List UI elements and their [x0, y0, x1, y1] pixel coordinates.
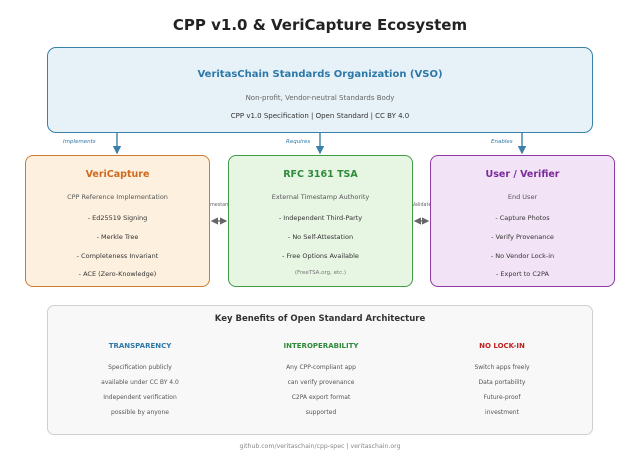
tsa-box: RFC 3161 TSA External Timestamp Authorit… [228, 155, 413, 287]
benefit-heading: TRANSPARENCY [108, 342, 172, 350]
benefit-line: Switch apps freely [474, 364, 530, 371]
benefits-title: Key Benefits of Open Standard Architectu… [214, 314, 426, 324]
tsa-name: RFC 3161 TSA [283, 169, 358, 180]
benefit-line: Future-proof [483, 394, 521, 401]
list-item: - Verify Provenance [491, 233, 554, 241]
benefit-line: investment [485, 409, 519, 416]
vso-box: VeritasChain Standards Organization (VSO… [47, 47, 593, 133]
list-item: - No Vendor Lock-in [490, 252, 555, 260]
list-item: - Merkle Tree [96, 233, 139, 241]
list-item: - Completeness Invariant [76, 252, 159, 260]
vso-line: CPP v1.0 Specification | Open Standard |… [230, 112, 410, 120]
list-item: - ACE (Zero-Knowledge) [78, 270, 157, 278]
user-verifier-box: User / Verifier End User - Capture Photo… [430, 155, 615, 287]
footer-links: github.com/veritaschain/cpp-spec | verit… [239, 443, 401, 450]
label-requires: Requires [286, 139, 311, 145]
user-verifier-subtitle: End User [507, 193, 538, 201]
benefit-transparency: TRANSPARENCY Specification publicly avai… [60, 342, 220, 420]
vericapture-name: VeriCapture [85, 169, 150, 180]
label-timestamp: Timestamp [206, 203, 233, 208]
benefit-line: supported [305, 409, 337, 416]
list-item: - Ed25519 Signing [87, 214, 148, 222]
tsa-subtitle: External Timestamp Authority [271, 193, 370, 201]
benefit-line: Any CPP-compliant app [286, 364, 356, 371]
vericapture-box: VeriCapture CPP Reference Implementation… [25, 155, 210, 287]
label-enables: Enables [491, 139, 513, 145]
benefit-no-lock-in: NO LOCK-IN Switch apps freely Data porta… [422, 342, 582, 420]
benefit-line: Specification publicly [108, 364, 172, 371]
benefit-line: available under CC BY 4.0 [101, 379, 179, 386]
label-validate: Validate [412, 203, 432, 208]
vso-subtitle: Non-profit, Vendor-neutral Standards Bod… [245, 94, 395, 102]
page-title: CPP v1.0 & VeriCapture Ecosystem [172, 16, 468, 34]
list-item: - Free Options Available [282, 252, 359, 260]
label-implements: Implements [63, 139, 96, 145]
list-item: - Export to C2PA [496, 270, 549, 278]
list-item: - No Self-Attestation [287, 233, 354, 241]
user-verifier-name: User / Verifier [485, 169, 560, 180]
benefit-interoperability: INTEROPERABILITY Any CPP-compliant app c… [241, 342, 401, 420]
tsa-note: (FreeTSA.org, etc.) [294, 270, 347, 276]
benefit-line: can verify provenance [287, 379, 355, 386]
benefit-heading: NO LOCK-IN [479, 342, 525, 350]
benefit-line: Data portability [478, 379, 526, 386]
benefit-line: C2PA export format [291, 394, 351, 401]
vso-name: VeritasChain Standards Organization (VSO… [197, 69, 443, 80]
list-item: - Independent Third-Party [278, 214, 363, 222]
benefit-heading: INTEROPERABILITY [283, 342, 359, 350]
vericapture-subtitle: CPP Reference Implementation [67, 193, 168, 201]
benefit-line: Independent verification [103, 394, 177, 401]
benefits-panel: Key Benefits of Open Standard Architectu… [47, 305, 593, 435]
benefit-line: possible by anyone [111, 409, 169, 416]
list-item: - Capture Photos [495, 214, 550, 222]
